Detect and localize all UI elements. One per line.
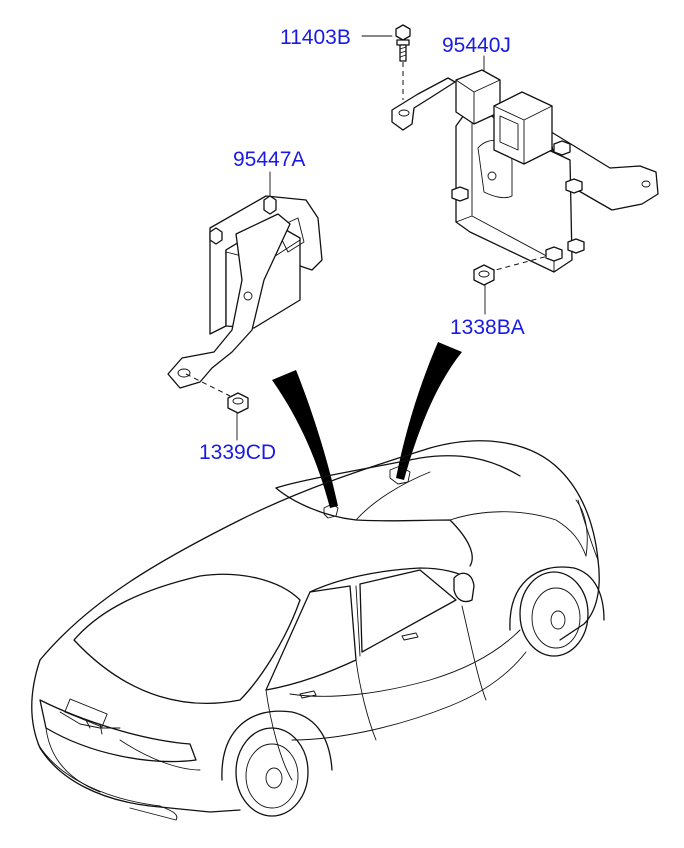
nut-right-part[interactable] xyxy=(473,264,495,286)
label-95447a[interactable]: 95447A xyxy=(233,148,306,171)
label-1338ba[interactable]: 1338BA xyxy=(450,316,525,339)
module-95440j-part[interactable] xyxy=(391,69,659,273)
leader-lines xyxy=(236,35,486,441)
bolt-part[interactable] xyxy=(395,24,411,100)
label-1339cd[interactable]: 1339CD xyxy=(199,441,277,464)
location-arrow-right xyxy=(396,342,462,480)
module-95447a-part[interactable] xyxy=(167,195,323,397)
label-95440j[interactable]: 95440J xyxy=(442,34,511,57)
label-11403b[interactable]: 11403B xyxy=(280,26,351,49)
vehicle-outline xyxy=(31,440,605,821)
location-arrow-left xyxy=(272,370,338,508)
nut-left-part[interactable] xyxy=(227,392,249,414)
